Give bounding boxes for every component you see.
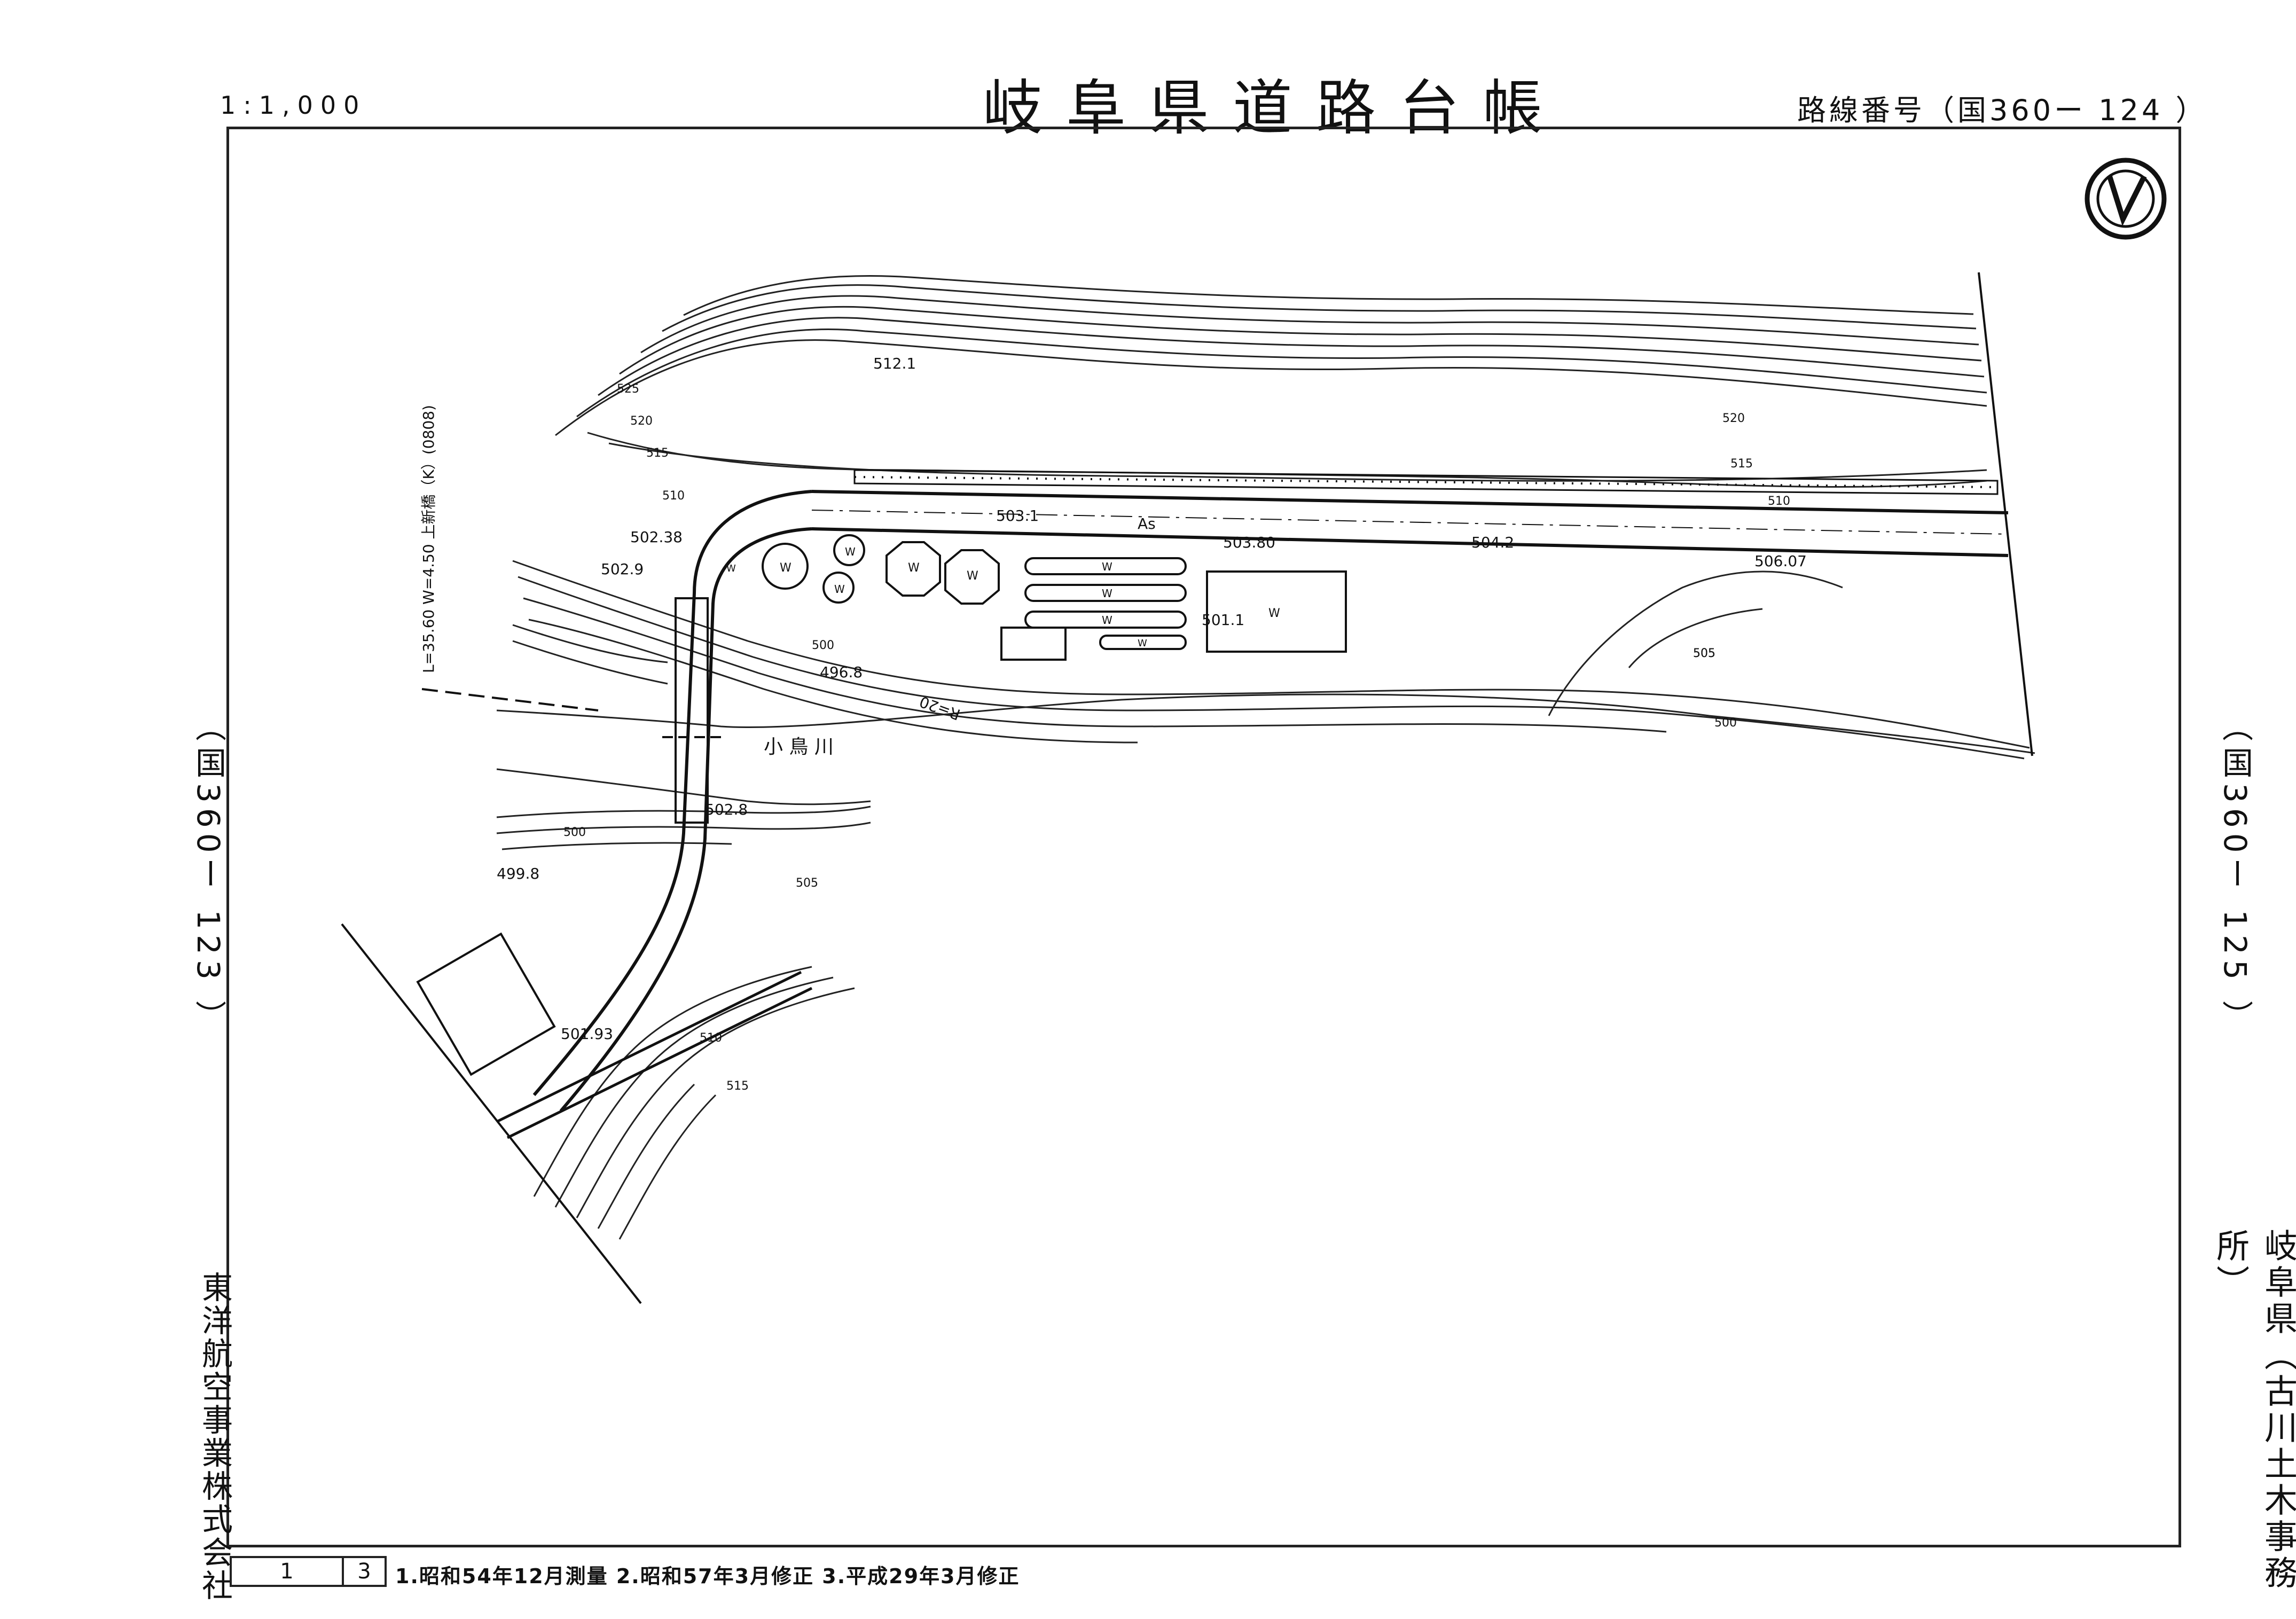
contour-label: 525 [617, 382, 639, 396]
slope-band [853, 469, 1999, 495]
tank-mark: W [780, 561, 792, 575]
elevation-label: 496.8 [820, 663, 863, 681]
national-route-360 [496, 490, 2009, 1139]
sheet-boundary [341, 272, 2033, 1304]
tank-mark: W [1102, 614, 1112, 627]
elevation-label: 499.8 [497, 865, 539, 882]
map-title: 岐阜県道路台帳 [983, 74, 1566, 143]
adjacent-sheet-left: （国360ー 123 ） [190, 710, 226, 1037]
tank-mark: W [908, 561, 920, 575]
facility-tanks [416, 534, 1347, 1076]
north-arrow-icon [2085, 158, 2167, 240]
contour-label: 505 [1693, 647, 1715, 660]
tank-mark: W [1102, 560, 1112, 573]
surface-label: As [1138, 515, 1156, 533]
route-number: 路線番号（国360ー 124 ） [1797, 93, 2208, 127]
elevation-label: 502.9 [601, 560, 644, 578]
survey-company: 東洋航空事業株式会社 [197, 1271, 233, 1602]
adjacent-sheet-right: （国360ー 125 ） [2217, 710, 2253, 1037]
sheet-total: 3 [357, 1559, 371, 1584]
tank-mark: W [967, 569, 978, 583]
sheet-number: 1 [232, 1558, 344, 1585]
revision-history: 1.昭和54年12月測量 2.昭和57年3月修正 3.平成29年3月修正 [395, 1565, 1020, 1588]
tank-mark: W [726, 563, 736, 574]
elevation-label: 502.38 [630, 528, 683, 546]
map-frame [226, 127, 2181, 1547]
elevation-label: 506.07 [1754, 552, 1807, 570]
elevation-label: 502.8 [705, 801, 748, 818]
tank-mark: W [1268, 607, 1280, 620]
river-banks [496, 693, 2035, 805]
elevation-label: 501.93 [561, 1025, 613, 1043]
elevation-label: 501.1 [1202, 611, 1244, 629]
tank-mark: W [834, 583, 845, 596]
elevation-label: 512.1 [873, 355, 916, 372]
radius-label: R=20 [917, 693, 962, 724]
river-label: 小 鳥 川 [764, 736, 834, 758]
elevation-label: 503.80 [1223, 534, 1275, 551]
contour-label: 515 [726, 1080, 749, 1093]
contour-lines-north [555, 275, 1987, 488]
tank-mark: W [1138, 638, 1147, 649]
bridge-structure [662, 597, 721, 824]
contour-label: 500 [563, 826, 586, 839]
sheet-counter: 1 3 [230, 1556, 387, 1587]
contour-label: 515 [1730, 457, 1753, 471]
tank-mark: W [1102, 587, 1112, 600]
contour-label: 510 [662, 489, 685, 503]
bridge-label: L=35.60 W=4.50 上新橋（K）(0808) [420, 405, 437, 673]
contour-label: 520 [1722, 412, 1745, 425]
elevation-label: 504.2 [1471, 534, 1514, 551]
contour-label: 515 [646, 447, 669, 460]
contour-label: 500 [1714, 716, 1737, 730]
elevation-label: 503.1 [996, 507, 1039, 525]
tank-mark: W [845, 545, 856, 558]
managing-office: 岐阜県（古川土木事務所） [2211, 1229, 2296, 1592]
map-scale: 1:1,000 [220, 91, 367, 120]
contour-label: 510 [700, 1031, 722, 1045]
contour-label: 505 [796, 877, 818, 890]
contour-label: 505 [1693, 647, 1715, 660]
contour-label: 510 [1768, 495, 1790, 508]
contour-label: 520 [630, 414, 653, 428]
contour-label: 500 [812, 639, 834, 652]
contour-lines-south [496, 560, 2030, 1240]
